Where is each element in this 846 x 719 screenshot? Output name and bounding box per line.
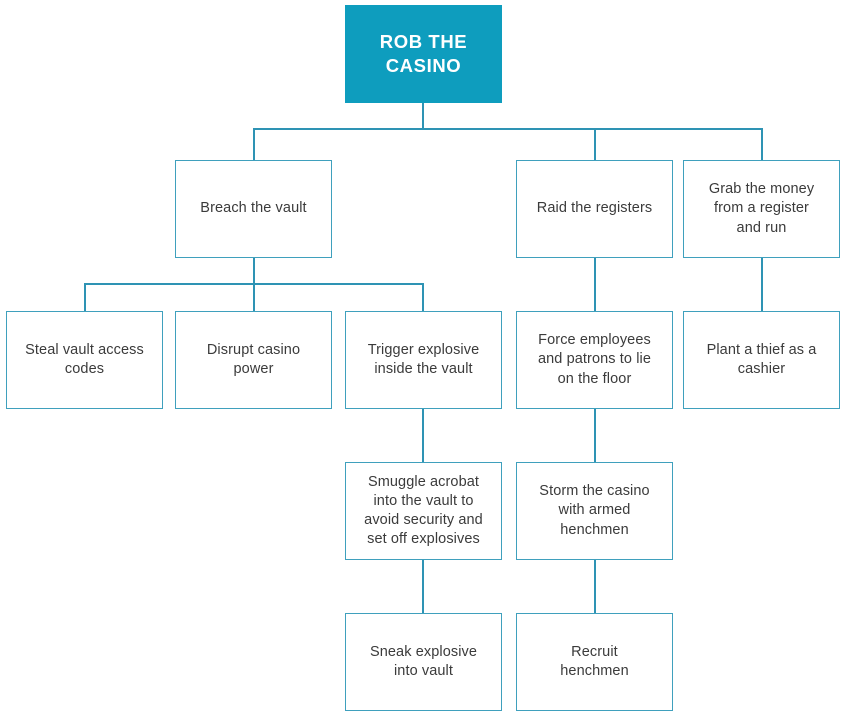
node-label: Storm the casino with armed henchmen bbox=[539, 483, 650, 538]
connector-root-stub bbox=[422, 103, 424, 129]
node-plant-a-thief-as-a-cashier[interactable]: Plant a thief as a cashier bbox=[683, 311, 840, 409]
node-label: Steal vault access codes bbox=[25, 341, 144, 377]
node-label: Grab the money from a register and run bbox=[708, 181, 815, 236]
node-rob-the-casino[interactable]: ROB THE CASINO bbox=[345, 5, 502, 103]
node-label: Sneak explosive into vault bbox=[369, 643, 478, 679]
node-trigger-explosive-inside-the-vault[interactable]: Trigger explosive inside the vault bbox=[345, 311, 502, 409]
node-smuggle-acrobat-into-the-vault[interactable]: Smuggle acrobat into the vault to avoid … bbox=[345, 462, 502, 560]
node-steal-vault-access-codes[interactable]: Steal vault access codes bbox=[6, 311, 163, 409]
connector-trigger-to-smuggle-acrobat bbox=[422, 409, 424, 462]
connector-breach-stub bbox=[253, 258, 255, 284]
connector-storm-to-recruit-henchmen bbox=[594, 560, 596, 613]
connector-bus-level1 bbox=[253, 128, 762, 130]
connector-grab-to-plant-a-thief bbox=[761, 258, 763, 311]
connector-drop-breach-the-vault bbox=[253, 128, 255, 160]
node-label: Smuggle acrobat into the vault to avoid … bbox=[364, 473, 483, 548]
node-label: Plant a thief as a cashier bbox=[706, 341, 817, 377]
connector-drop-raid-the-registers bbox=[594, 128, 596, 160]
node-label: Force employees and patrons to lie on th… bbox=[537, 332, 652, 387]
connector-drop-disrupt-casino-power bbox=[253, 283, 255, 311]
node-force-employees-and-patrons[interactable]: Force employees and patrons to lie on th… bbox=[516, 311, 673, 409]
node-label: ROB THE CASINO bbox=[379, 30, 468, 76]
node-raid-the-registers[interactable]: Raid the registers bbox=[516, 160, 673, 258]
node-label: Recruit henchmen bbox=[560, 643, 629, 679]
node-label: Trigger explosive inside the vault bbox=[367, 341, 480, 377]
node-disrupt-casino-power[interactable]: Disrupt casino power bbox=[175, 311, 332, 409]
node-label: Breach the vault bbox=[200, 200, 307, 217]
node-breach-the-vault[interactable]: Breach the vault bbox=[175, 160, 332, 258]
connector-raid-to-force-employees bbox=[594, 258, 596, 311]
connector-drop-trigger-explosive bbox=[422, 283, 424, 311]
node-recruit-henchmen[interactable]: Recruit henchmen bbox=[516, 613, 673, 711]
node-label: Disrupt casino power bbox=[206, 341, 301, 377]
node-grab-the-money-and-run[interactable]: Grab the money from a register and run bbox=[683, 160, 840, 258]
node-storm-the-casino-with-armed-henchmen[interactable]: Storm the casino with armed henchmen bbox=[516, 462, 673, 560]
node-label: Raid the registers bbox=[536, 200, 653, 217]
connector-drop-grab-the-money bbox=[761, 128, 763, 160]
node-sneak-explosive-into-vault[interactable]: Sneak explosive into vault bbox=[345, 613, 502, 711]
connector-drop-steal-vault-access-codes bbox=[84, 283, 86, 311]
connector-smuggle-to-sneak-explosive bbox=[422, 560, 424, 613]
connector-force-to-storm-casino bbox=[594, 409, 596, 462]
